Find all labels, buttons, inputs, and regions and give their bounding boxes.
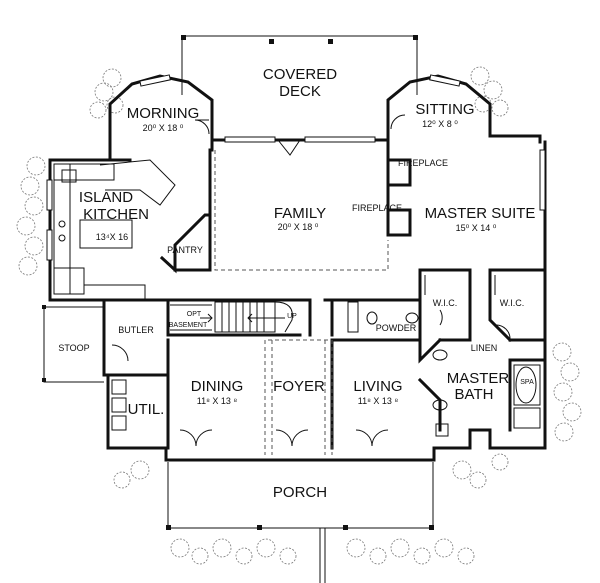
island-kitchen-dims: 13⁴X 16 xyxy=(96,232,128,242)
porch-outline xyxy=(166,462,434,583)
covered-deck-outline xyxy=(181,35,418,95)
opt-label: OPT xyxy=(187,311,202,318)
util-label: UTIL. xyxy=(128,401,165,418)
fireplace-upper-label: FIREPLACE xyxy=(398,158,448,168)
covered-deck-label-1: COVERED xyxy=(263,66,337,83)
butler-label: BUTLER xyxy=(118,325,154,335)
island-kitchen-label-1: ISLAND xyxy=(79,189,133,206)
morning-label: MORNING xyxy=(127,105,200,122)
dining-label: DINING xyxy=(191,378,244,395)
kitchen-fixtures xyxy=(53,159,176,300)
fireplace-family-label: FIREPLACE xyxy=(352,203,402,213)
bath-fixtures xyxy=(347,275,541,437)
porch-label: PORCH xyxy=(273,484,327,501)
sitting-label: SITTING xyxy=(415,101,474,118)
powder-label: POWDER xyxy=(376,323,417,333)
living-label: LIVING xyxy=(353,378,402,395)
doors xyxy=(111,114,511,447)
island-kitchen-label-2: KITCHEN xyxy=(83,206,149,223)
up-label: UP xyxy=(287,313,297,320)
landscape-shrubs xyxy=(16,66,582,565)
linen-label: LINEN xyxy=(471,343,498,353)
living-dims: 11⁸ X 13 ⁸ xyxy=(358,396,399,406)
covered-deck-label-2: DECK xyxy=(279,83,321,100)
stoop-label: STOOP xyxy=(58,343,89,353)
wic-left-label: W.I.C. xyxy=(433,298,458,308)
family-label: FAMILY xyxy=(274,205,326,222)
master-bath-label-1: MASTER xyxy=(447,370,510,387)
dining-dims: 11⁸ X 13 ⁸ xyxy=(197,396,238,406)
dashed-lines xyxy=(214,150,389,455)
master-suite-dims: 15⁰ X 14 ⁰ xyxy=(456,223,497,233)
master-bath-label-2: BATH xyxy=(455,386,494,403)
morning-dims: 20⁰ X 18 ⁰ xyxy=(143,123,184,133)
spa-label: SPA xyxy=(520,379,534,386)
util-fixtures xyxy=(111,379,127,431)
foyer-label: FOYER xyxy=(273,378,325,395)
basement-label: BASEMENT xyxy=(169,322,208,329)
pantry-label: PANTRY xyxy=(167,245,203,255)
sitting-dims: 12⁰ X 8 ⁰ xyxy=(422,119,458,129)
windows xyxy=(46,74,546,261)
wic-right-label: W.I.C. xyxy=(500,298,525,308)
room-labels: COVERED DECK MORNING 20⁰ X 18 ⁰ SITTING … xyxy=(58,66,535,501)
stoop-outline xyxy=(42,305,104,383)
family-dims: 20⁰ X 18 ⁰ xyxy=(278,222,319,232)
stairs xyxy=(170,301,293,333)
master-suite-label: MASTER SUITE xyxy=(425,205,536,222)
interior-walls xyxy=(102,134,547,450)
